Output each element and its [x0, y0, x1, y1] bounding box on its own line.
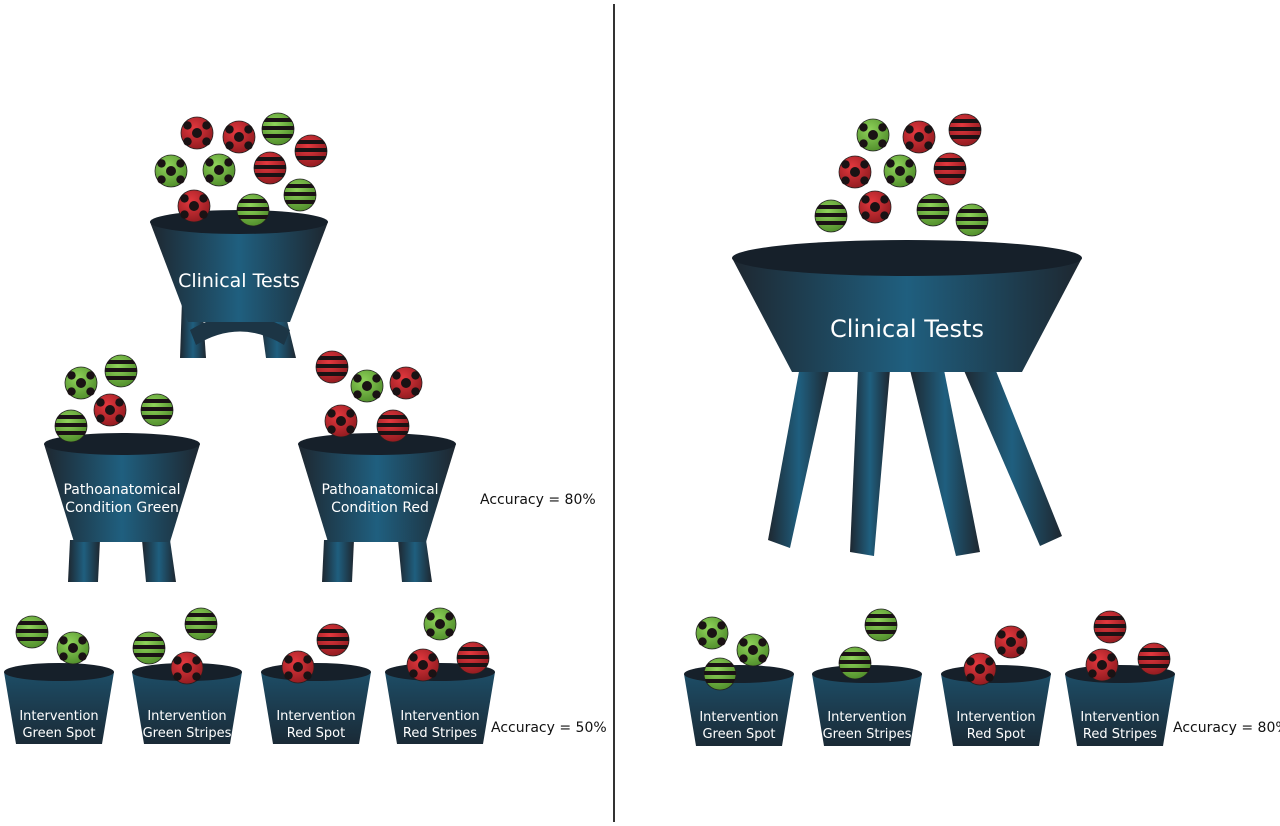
right-top-funnel-label: Clinical Tests	[830, 315, 984, 343]
ball-red-spot	[93, 393, 127, 427]
ball-red-stripes	[376, 409, 410, 443]
ball-red-spot	[406, 648, 440, 682]
accuracy-interventions-right: Accuracy = 80%	[1173, 720, 1280, 736]
ball-green-spot	[856, 118, 890, 152]
left-intervention-green-stripes-line2: Green Stripes	[143, 726, 232, 741]
ball-green-spot	[695, 616, 729, 650]
balls	[15, 112, 1171, 691]
ball-red-spot	[902, 120, 936, 154]
ball-red-spot	[281, 650, 315, 684]
ball-green-stripes	[104, 354, 138, 388]
right-intervention-green-spot-line1: Intervention	[699, 710, 778, 725]
left-intervention-green-spot: Intervention Green Spot	[4, 663, 114, 744]
ball-red-spot	[177, 189, 211, 223]
ball-green-spot	[56, 631, 90, 665]
condition-green-line2: Condition Green	[65, 500, 179, 516]
right-top-funnel: Clinical Tests	[732, 240, 1082, 556]
ball-red-spot	[389, 366, 423, 400]
ball-green-spot	[883, 154, 917, 188]
right-intervention-red-spot-line1: Intervention	[956, 710, 1035, 725]
left-top-funnel: Clinical Tests	[150, 210, 328, 358]
condition-red-line2: Condition Red	[331, 500, 429, 516]
ball-green-stripes	[132, 631, 166, 665]
left-intervention-green-spot-line2: Green Spot	[22, 726, 95, 741]
left-intervention-red-stripes-line1: Intervention	[400, 709, 479, 724]
left-top-funnel-label: Clinical Tests	[178, 270, 300, 292]
left-panel: Clinical Tests Pathoanatomical Condition…	[4, 210, 607, 744]
ball-green-stripes	[15, 615, 49, 649]
left-intervention-red-spot-line1: Intervention	[276, 709, 355, 724]
left-intervention-red-stripes: Intervention Red Stripes	[385, 663, 495, 744]
ball-green-stripes	[955, 203, 989, 237]
ball-red-spot	[1085, 648, 1119, 682]
left-intervention-red-spot: Intervention Red Spot	[261, 663, 371, 744]
ball-red-spot	[324, 404, 358, 438]
ball-green-spot	[154, 154, 188, 188]
accuracy-interventions-left: Accuracy = 50%	[491, 720, 607, 736]
left-intervention-red-stripes-line2: Red Stripes	[403, 726, 477, 741]
ball-red-stripes	[294, 134, 328, 168]
right-intervention-green-spot-line2: Green Spot	[702, 727, 775, 742]
right-intervention-red-stripes-line2: Red Stripes	[1083, 727, 1157, 742]
ball-red-spot	[180, 116, 214, 150]
ball-red-stripes	[948, 113, 982, 147]
ball-green-stripes	[916, 193, 950, 227]
ball-red-spot	[222, 120, 256, 154]
ball-red-spot	[858, 190, 892, 224]
right-intervention-green-stripes-line1: Intervention	[827, 710, 906, 725]
ball-green-spot	[202, 153, 236, 187]
ball-green-spot	[64, 366, 98, 400]
ball-red-spot	[170, 651, 204, 685]
ball-red-stripes	[456, 641, 490, 675]
ball-green-stripes	[54, 409, 88, 443]
ball-green-stripes	[236, 193, 270, 227]
right-intervention-red-stripes-line1: Intervention	[1080, 710, 1159, 725]
ball-red-stripes	[253, 151, 287, 185]
right-panel: Clinical Tests Intervention Green Spot I…	[684, 240, 1280, 746]
right-intervention-green-stripes: Intervention Green Stripes	[812, 665, 922, 746]
ball-red-stripes	[316, 623, 350, 657]
left-intervention-green-spot-line1: Intervention	[19, 709, 98, 724]
ball-green-stripes	[814, 199, 848, 233]
ball-green-spot	[736, 633, 770, 667]
ball-red-spot	[838, 155, 872, 189]
accuracy-conditions: Accuracy = 80%	[480, 492, 596, 508]
right-intervention-green-stripes-line2: Green Stripes	[823, 727, 912, 742]
ball-green-stripes	[864, 608, 898, 642]
ball-green-stripes	[261, 112, 295, 146]
right-intervention-red-spot: Intervention Red Spot	[941, 665, 1051, 746]
ball-red-stripes	[1093, 610, 1127, 644]
ball-red-stripes	[933, 152, 967, 186]
ball-green-stripes	[283, 178, 317, 212]
right-intervention-red-spot-line2: Red Spot	[967, 727, 1025, 742]
condition-green-line1: Pathoanatomical	[63, 482, 180, 498]
condition-red-funnel: Pathoanatomical Condition Red	[298, 433, 456, 582]
ball-red-spot	[963, 652, 997, 686]
ball-red-spot	[994, 625, 1028, 659]
ball-green-spot	[350, 369, 384, 403]
ball-green-stripes	[140, 393, 174, 427]
condition-red-line1: Pathoanatomical	[321, 482, 438, 498]
right-intervention-red-stripes: Intervention Red Stripes	[1065, 665, 1175, 746]
condition-green-funnel: Pathoanatomical Condition Green	[44, 433, 200, 582]
ball-green-spot	[423, 607, 457, 641]
left-intervention-red-spot-line2: Red Spot	[287, 726, 345, 741]
ball-green-stripes	[184, 607, 218, 641]
ball-red-stripes	[315, 350, 349, 384]
ball-red-stripes	[1137, 642, 1171, 676]
left-intervention-green-stripes-line1: Intervention	[147, 709, 226, 724]
right-intervention-green-spot: Intervention Green Spot	[684, 665, 794, 746]
ball-green-stripes	[838, 646, 872, 680]
ball-green-stripes	[703, 657, 737, 691]
